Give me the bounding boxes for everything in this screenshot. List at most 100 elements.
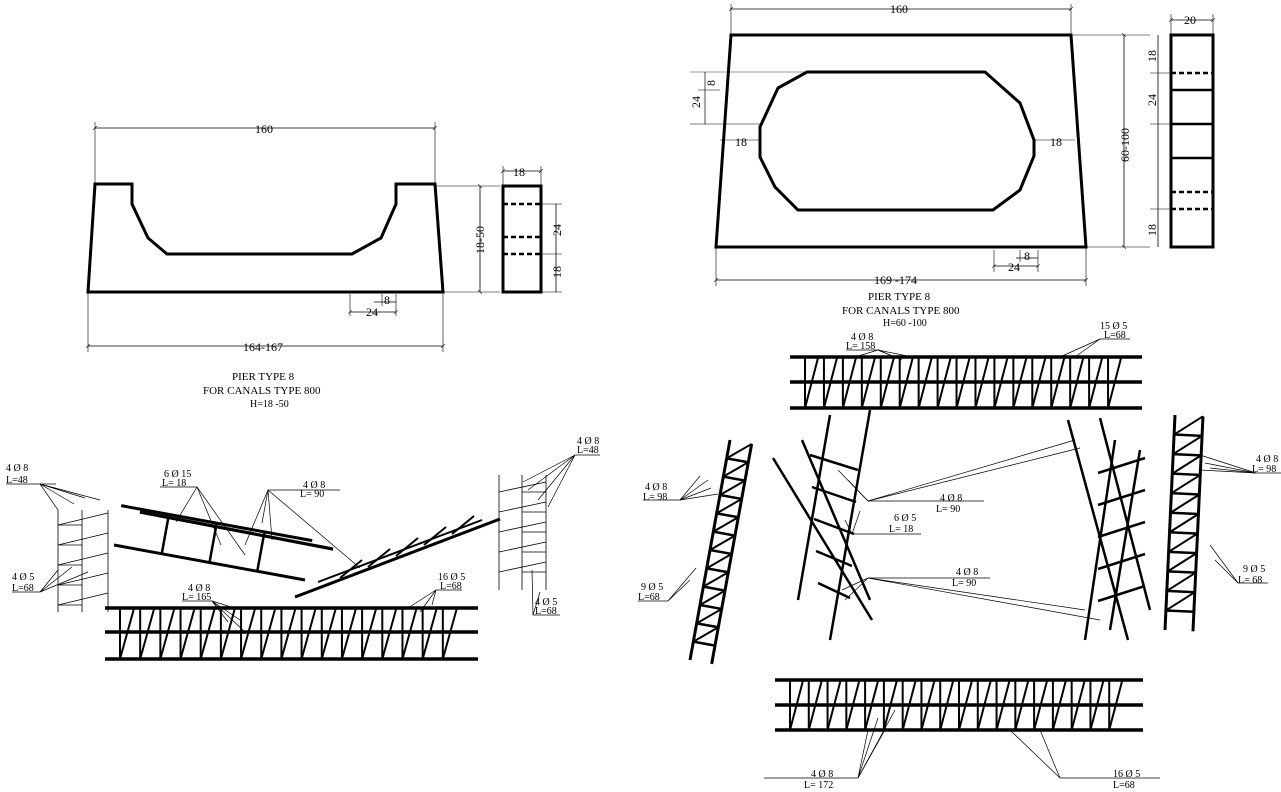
- right-dim-left-24: 24: [689, 96, 703, 108]
- right-left-cage-rung: [706, 567, 729, 574]
- right-top-cage-stirrup: [879, 356, 895, 409]
- right-x-rung: [1097, 584, 1146, 603]
- right-left-cage-rung: [709, 534, 736, 551]
- left-small-cage-rung: [57, 532, 109, 546]
- leader-line: [857, 709, 896, 779]
- right-right-cage-rung: [1173, 415, 1204, 436]
- left-small-cage-rung: [498, 561, 547, 573]
- leader-line: [877, 349, 913, 358]
- left-pier-elevation: [85, 122, 500, 352]
- r-rebar-c-len: L= 98: [643, 492, 667, 503]
- left-side-18: 18: [550, 266, 564, 278]
- right-x-bar: [771, 457, 874, 621]
- right-side-18-top: 18: [1145, 50, 1159, 62]
- left-long-cage-stirrup: [260, 607, 277, 660]
- leader-line: [211, 600, 235, 609]
- leader-line: [1204, 462, 1257, 474]
- right-left-cage-rung: [719, 493, 742, 501]
- left-long-cage-stirrup: [219, 607, 236, 660]
- right-bottom-cage-stirrup: [995, 679, 1011, 731]
- left-inclined-cage-a-rail: [120, 504, 313, 543]
- leader-line: [267, 489, 273, 541]
- right-pier-side-section: [1150, 14, 1216, 249]
- right-right-cage-rung: [1174, 433, 1203, 438]
- r-rebar-j-count: 4 Ø 8: [811, 769, 833, 780]
- r-rebar-h-len: L=68: [638, 592, 660, 603]
- r-rebar-a-len: L= 158: [846, 341, 875, 352]
- right-x-bar: [828, 409, 872, 641]
- right-caption-line2: FOR CANALS TYPE 800: [842, 305, 960, 317]
- leader-line: [867, 577, 1086, 611]
- r-rebar-k-count: 16 Ø 5: [1113, 769, 1140, 780]
- r-rebar-g-count: 4 Ø 8: [956, 567, 978, 578]
- l-rebar-e-count: 4 Ø 5: [12, 572, 34, 583]
- leader-line: [857, 717, 879, 779]
- r-rebar-e-len: L= 18: [889, 524, 913, 535]
- leader-line: [867, 447, 1081, 502]
- left-inclined-cage-a-rung: [208, 522, 218, 563]
- leader-line: [39, 483, 101, 501]
- right-left-cage-rung: [699, 589, 726, 606]
- left-inclined-bar: [294, 517, 501, 599]
- right-bottom-cage-stirrup: [789, 679, 805, 731]
- right-bottom-cage-stirrup: [976, 679, 992, 731]
- l-rebar-d-len: L=48: [577, 445, 599, 456]
- leader-line: [547, 454, 576, 508]
- right-left-cage-rung: [726, 443, 753, 460]
- right-top-cage-stirrup: [804, 356, 820, 409]
- leader-line: [196, 486, 246, 556]
- left-long-cage-stirrup: [139, 607, 156, 660]
- leader-line: [1199, 469, 1257, 474]
- l-rebar-a-count: 4 Ø 8: [6, 463, 28, 474]
- leader-line: [667, 567, 697, 602]
- left-long-cage-stirrup: [179, 607, 196, 660]
- right-right-cage-rung: [1168, 550, 1197, 555]
- right-x-rung: [1097, 488, 1146, 507]
- right-dim-height: 60-100: [1118, 128, 1132, 162]
- leader-line: [522, 454, 576, 483]
- leader-line: [1209, 544, 1239, 584]
- leader-line: [679, 475, 701, 501]
- right-side-width: 20: [1184, 13, 1196, 27]
- right-dim-left-8: 8: [704, 80, 718, 86]
- leader-layer: [6, 338, 1281, 779]
- leader-line: [857, 729, 869, 779]
- leader-line: [407, 589, 437, 609]
- right-left-cage-rung: [706, 553, 733, 570]
- r-rebar-d-len: L= 90: [936, 504, 960, 515]
- leader-line: [667, 579, 691, 602]
- left-small-cage-rung: [498, 521, 547, 533]
- right-x-rung: [811, 485, 857, 504]
- r-rebar-i-count: 9 Ø 5: [1243, 564, 1265, 575]
- right-left-cage-rung: [709, 548, 732, 556]
- right-x-rung: [1097, 552, 1146, 571]
- left-small-cage-rung: [57, 552, 109, 566]
- l-rebar-b-count: 6 Ø 15: [164, 469, 191, 480]
- leader-line: [211, 600, 229, 623]
- right-x-bar: [1098, 417, 1152, 611]
- right-right-cage-rung: [1168, 532, 1199, 553]
- right-right-cage-rung: [1169, 493, 1200, 514]
- right-bottom-cage-stirrup: [901, 679, 917, 731]
- right-right-cage-rung: [1167, 570, 1196, 574]
- r-rebar-a-count: 4 Ø 8: [851, 332, 873, 343]
- right-bottom-cage-stirrup: [958, 679, 974, 731]
- leader-line: [844, 519, 853, 535]
- right-right-cage-rung: [1171, 454, 1202, 475]
- left-long-cage-stirrup: [381, 607, 398, 660]
- right-left-cage-rung: [716, 498, 743, 515]
- right-x-rung: [813, 517, 855, 536]
- right-side-24: 24: [1145, 94, 1159, 106]
- left-caption-line1: PIER TYPE 8: [232, 371, 295, 383]
- left-long-cage-stirrup: [199, 607, 216, 660]
- r-rebar-b-len: L=68: [1104, 330, 1126, 341]
- l-rebar-a-len: L=48: [6, 475, 28, 486]
- right-top-cage-stirrup: [936, 356, 952, 409]
- l-rebar-g-len: L=68: [440, 581, 462, 592]
- left-long-cage-stirrup: [119, 607, 136, 660]
- left-small-cage-rung: [57, 592, 109, 606]
- right-x-rung: [1097, 456, 1146, 475]
- right-bottom-cage-stirrup: [845, 679, 861, 731]
- left-long-cage-stirrup: [401, 607, 418, 660]
- left-dim-base-24: 24: [366, 305, 378, 319]
